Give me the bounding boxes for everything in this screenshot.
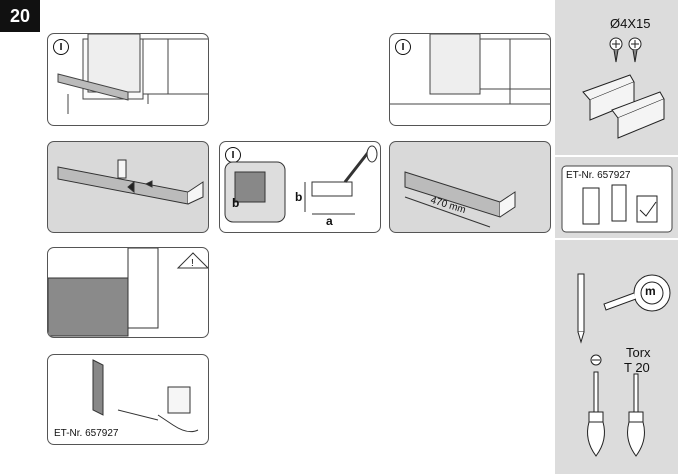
step-panel-attach-bracket — [47, 141, 209, 233]
tape-unit-label: m — [645, 284, 656, 298]
spare-part-number: ET-Nr. 657927 — [566, 170, 631, 181]
sidebar-divider — [555, 238, 678, 240]
step-panel-remove-plinth-right: I — [389, 33, 551, 126]
panel-marker: I — [395, 39, 411, 55]
parts-tools-sidebar — [555, 0, 678, 474]
panel-marker: I — [53, 39, 69, 55]
measure-b-label: b — [232, 196, 240, 210]
sidebar-divider — [555, 155, 678, 157]
torx-label: Torx — [626, 345, 651, 360]
step-number-badge: 20 — [0, 0, 40, 32]
step-panel-secure-plinth: ET-Nr. 657927 — [47, 354, 209, 445]
svg-text:!: ! — [191, 258, 194, 269]
step-panel-remove-plinth: I — [47, 33, 209, 126]
step-panel-fit-plinth: ! — [47, 247, 209, 338]
measure-a-label: a — [326, 214, 333, 228]
torx-size-label: T 20 — [624, 360, 650, 375]
step-panel-shorten-plinth: 470 mm — [389, 141, 551, 233]
measure-b-label-2: b — [295, 190, 303, 204]
step-panel-measure: I b b a — [219, 141, 381, 233]
spare-part-number: ET-Nr. 657927 — [54, 428, 119, 439]
screw-size-label: Ø4X15 — [610, 16, 651, 31]
